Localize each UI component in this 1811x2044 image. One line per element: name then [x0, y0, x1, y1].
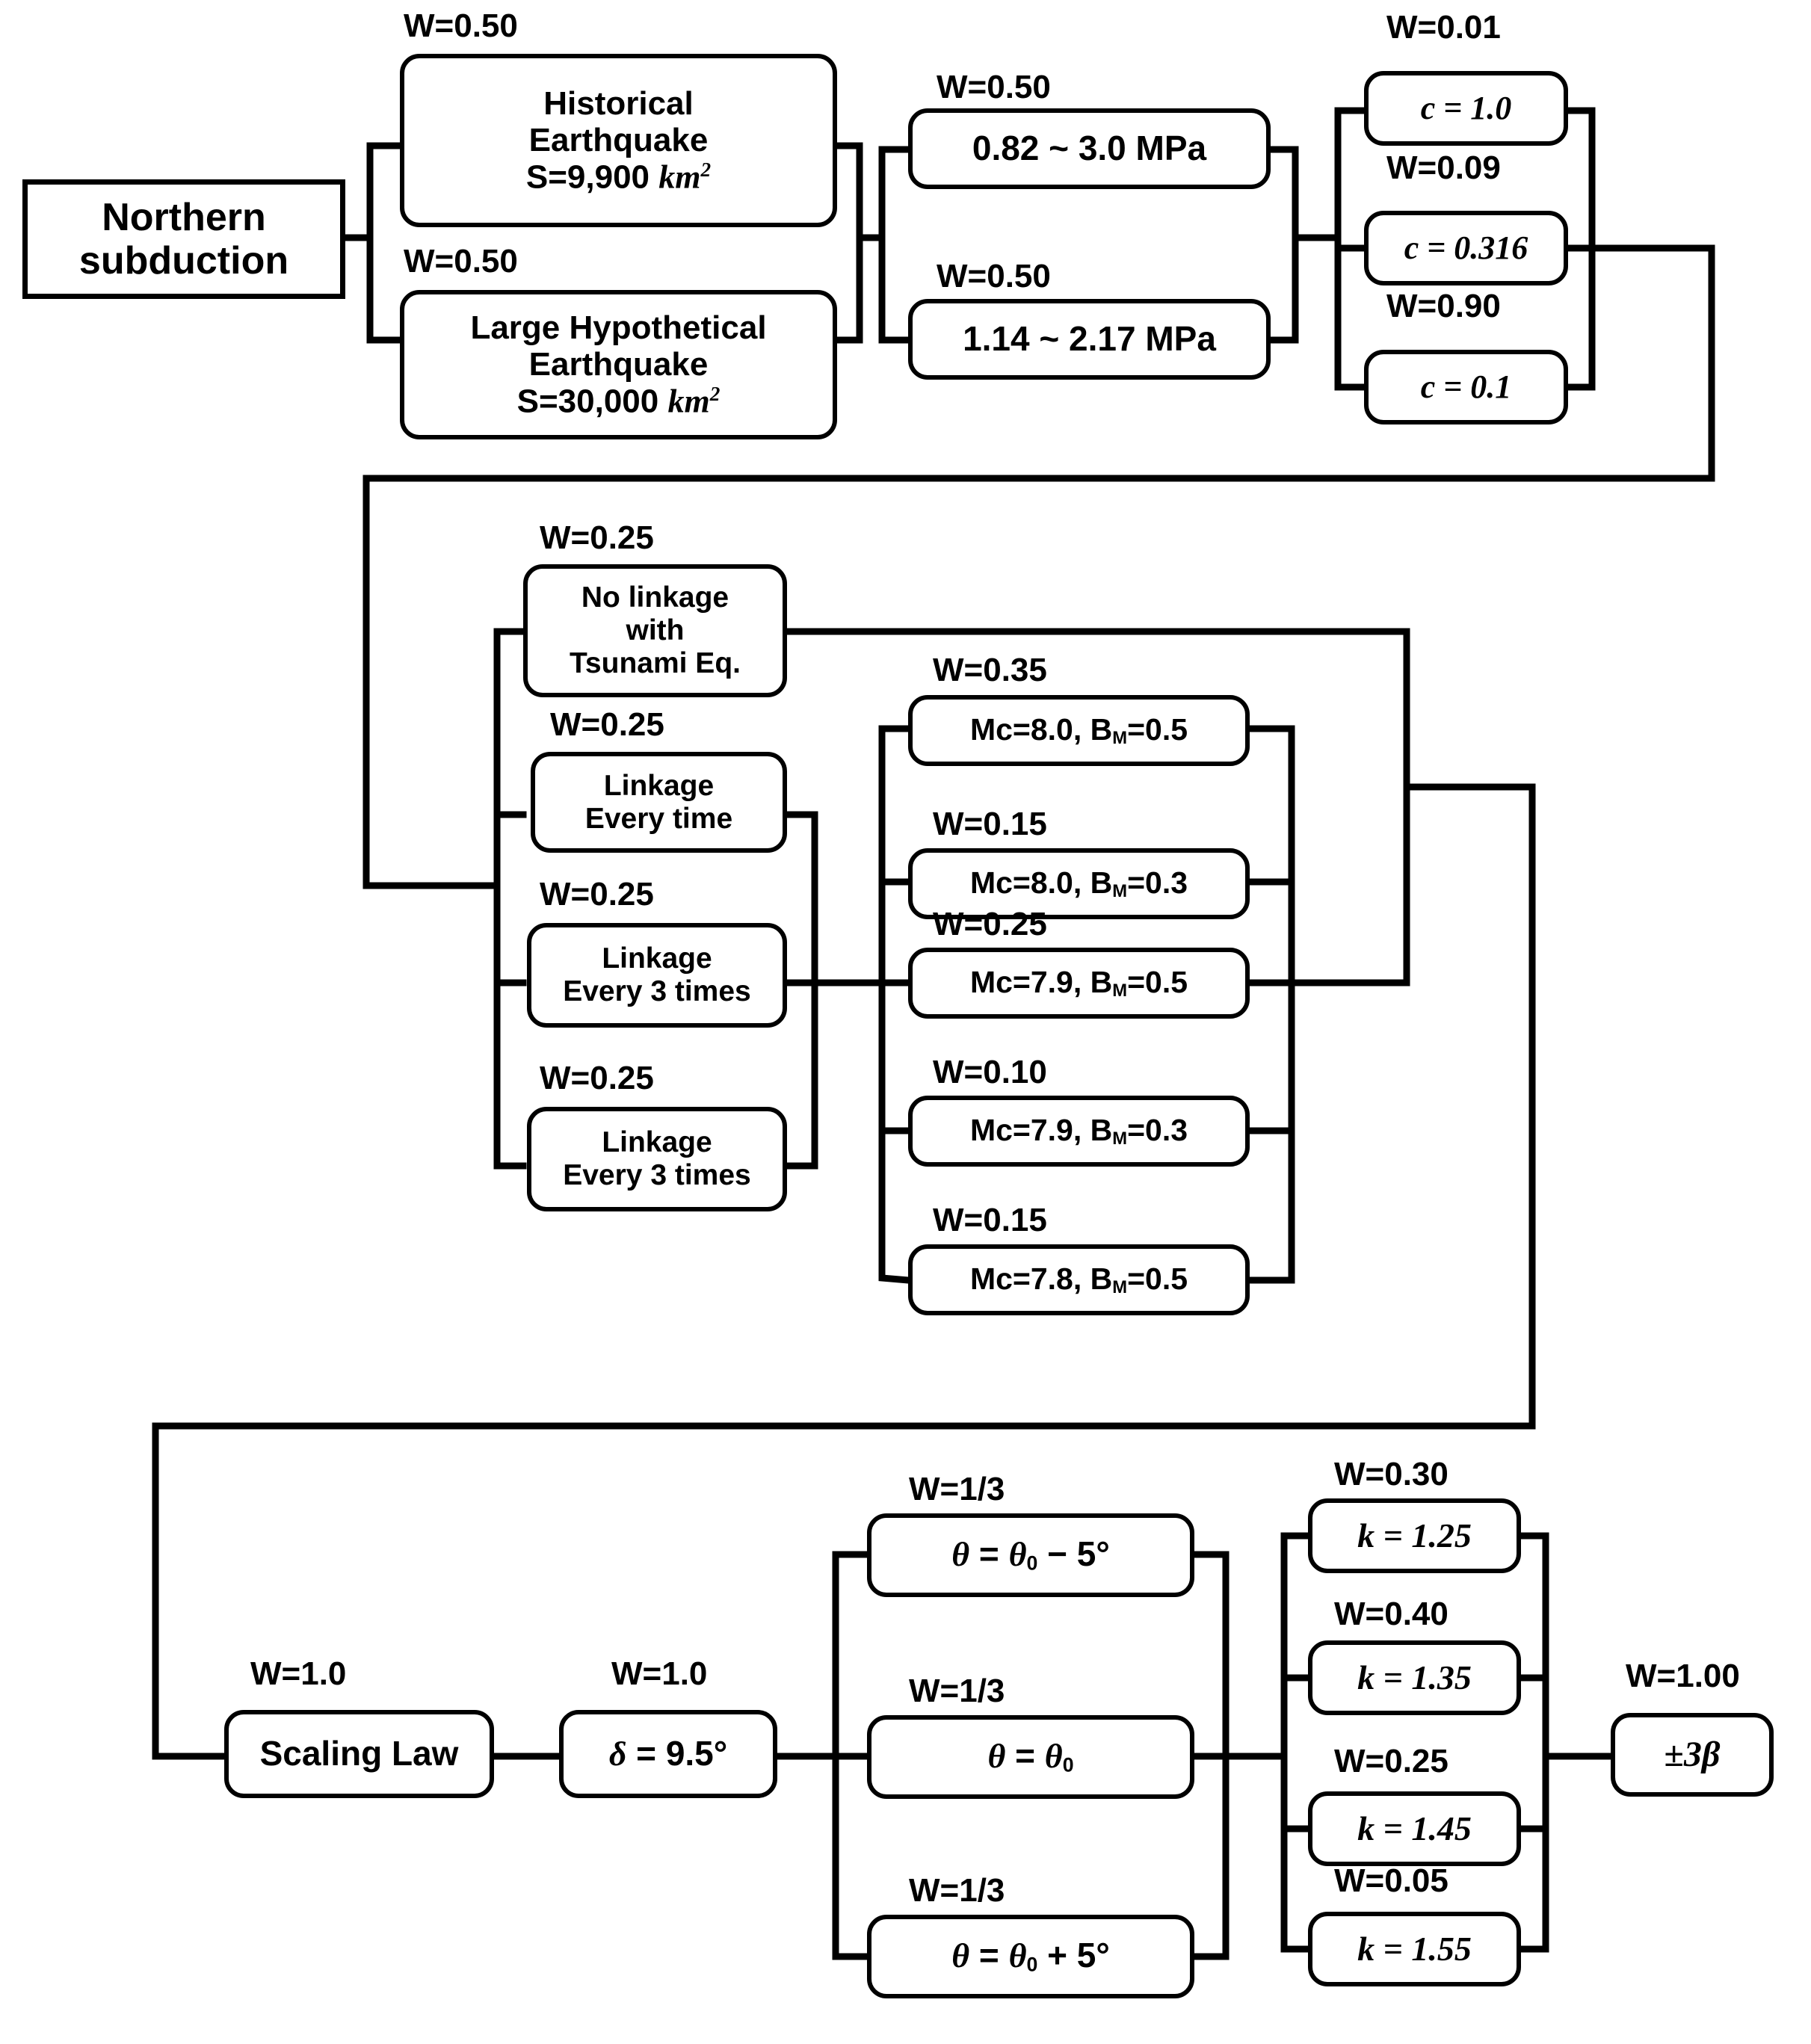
k-3-label: k = 1.45: [1357, 1809, 1472, 1848]
source-model-1-line3: S=9,900 km2: [525, 158, 712, 196]
node-mc-4[interactable]: Mc=7.9, BM=0.3: [908, 1096, 1250, 1167]
weight-label-k-3: W=0.25: [1334, 1743, 1449, 1779]
k-2-label: k = 1.35: [1357, 1658, 1472, 1697]
weight-label-linkage-4: W=0.25: [540, 1060, 654, 1096]
stress-drop-2-label: 1.14 ~ 2.17 MPa: [963, 319, 1216, 359]
node-linkage-4[interactable]: Linkage Every 3 times: [527, 1107, 787, 1211]
weight-label-theta-1: W=1/3: [909, 1471, 1005, 1507]
node-sigma-beta[interactable]: ±3β: [1611, 1713, 1774, 1797]
k-1-label: k = 1.25: [1357, 1516, 1472, 1555]
weight-label-k-2: W=0.40: [1334, 1596, 1449, 1632]
node-dip-angle[interactable]: δ = 9.5°: [559, 1710, 777, 1798]
node-k-2[interactable]: k = 1.35: [1308, 1640, 1521, 1715]
linkage-4-line2: Every 3 times: [563, 1159, 751, 1191]
node-theta-1[interactable]: θ = θ0 − 5°: [867, 1513, 1194, 1597]
linkage-3-line2: Every 3 times: [563, 975, 751, 1007]
mc-3-label: Mc=7.9, BM=0.5: [969, 964, 1188, 1001]
scaling-law-label: Scaling Law: [259, 1734, 459, 1773]
node-linkage-2[interactable]: Linkage Every time: [531, 752, 787, 853]
theta-2-label: θ = θ0: [987, 1736, 1074, 1776]
k-4-label: k = 1.55: [1357, 1930, 1472, 1969]
mc-2-label: Mc=8.0, BM=0.3: [969, 865, 1188, 901]
weight-label-linkage-1: W=0.25: [540, 519, 654, 556]
dip-angle-label: δ = 9.5°: [608, 1734, 728, 1773]
node-source-model-2[interactable]: Large Hypothetical Earthquake S=30,000 k…: [400, 290, 837, 439]
weight-label-mc-2: W=0.15: [933, 806, 1047, 842]
weight-label-source-model-2: W=0.50: [404, 243, 518, 280]
weight-label-theta-3: W=1/3: [909, 1872, 1005, 1909]
weight-label-theta-2: W=1/3: [909, 1673, 1005, 1709]
node-linkage-3[interactable]: Linkage Every 3 times: [527, 923, 787, 1028]
node-theta-2[interactable]: θ = θ0: [867, 1715, 1194, 1799]
stress-drop-1-label: 0.82 ~ 3.0 MPa: [972, 129, 1207, 168]
linkage-2-line1: Linkage: [603, 769, 715, 802]
weight-label-sigma: W=1.00: [1626, 1658, 1740, 1694]
mc-4-label: Mc=7.9, BM=0.3: [969, 1112, 1188, 1149]
weight-label-stress-1: W=0.50: [937, 69, 1051, 105]
weight-label-mc-4: W=0.10: [933, 1054, 1047, 1090]
node-mc-3[interactable]: Mc=7.9, BM=0.5: [908, 948, 1250, 1019]
node-c-value-2[interactable]: c = 0.316: [1364, 211, 1568, 285]
source-model-1-line1: Historical: [543, 84, 694, 122]
weight-label-c-1: W=0.01: [1386, 9, 1501, 46]
node-source-model-1[interactable]: Historical Earthquake S=9,900 km2: [400, 54, 837, 227]
node-scaling-law[interactable]: Scaling Law: [224, 1710, 494, 1798]
source-model-2-line1: Large Hypothetical: [470, 309, 767, 346]
weight-label-linkage-2: W=0.25: [550, 706, 664, 743]
node-stress-drop-2[interactable]: 1.14 ~ 2.17 MPa: [908, 299, 1271, 380]
node-k-3[interactable]: k = 1.45: [1308, 1791, 1521, 1866]
root-node-label: Northern subduction: [78, 195, 289, 282]
node-k-1[interactable]: k = 1.25: [1308, 1498, 1521, 1573]
sigma-beta-label: ±3β: [1664, 1735, 1721, 1775]
source-model-1-line2: Earthquake: [528, 122, 709, 159]
weight-label-c-2: W=0.09: [1386, 149, 1501, 186]
weight-label-dip: W=1.0: [611, 1655, 708, 1692]
c-value-3-label: c = 0.1: [1420, 368, 1512, 406]
node-k-4[interactable]: k = 1.55: [1308, 1912, 1521, 1986]
node-linkage-1[interactable]: No linkage with Tsunami Eq.: [523, 564, 787, 697]
root-node-northern-subduction[interactable]: Northern subduction: [22, 179, 345, 299]
c-value-2-label: c = 0.316: [1404, 229, 1528, 267]
weight-label-c-3: W=0.90: [1386, 288, 1501, 324]
node-mc-5[interactable]: Mc=7.8, BM=0.5: [908, 1244, 1250, 1315]
c-value-1-label: c = 1.0: [1420, 90, 1512, 127]
weight-label-k-1: W=0.30: [1334, 1456, 1449, 1492]
linkage-4-line1: Linkage: [602, 1126, 712, 1159]
linkage-1-line1: No linkage: [581, 581, 729, 614]
weight-label-source-model-1: W=0.50: [404, 7, 518, 44]
weight-label-mc-1: W=0.35: [933, 652, 1047, 688]
weight-label-mc-3: W=0.25: [933, 906, 1047, 942]
mc-1-label: Mc=8.0, BM=0.5: [969, 711, 1188, 748]
source-model-2-line2: Earthquake: [528, 346, 709, 383]
linkage-1-line2: with: [626, 614, 685, 647]
node-mc-1[interactable]: Mc=8.0, BM=0.5: [908, 695, 1250, 766]
weight-label-scaling: W=1.0: [250, 1655, 347, 1692]
node-theta-3[interactable]: θ = θ0 + 5°: [867, 1915, 1194, 1998]
node-c-value-1[interactable]: c = 1.0: [1364, 71, 1568, 146]
theta-3-label: θ = θ0 + 5°: [951, 1936, 1110, 1976]
mc-5-label: Mc=7.8, BM=0.5: [969, 1261, 1188, 1297]
weight-label-linkage-3: W=0.25: [540, 876, 654, 913]
linkage-2-line2: Every time: [584, 802, 733, 835]
node-c-value-3[interactable]: c = 0.1: [1364, 350, 1568, 424]
weight-label-k-4: W=0.05: [1334, 1862, 1449, 1899]
theta-1-label: θ = θ0 − 5°: [951, 1534, 1110, 1575]
node-stress-drop-1[interactable]: 0.82 ~ 3.0 MPa: [908, 108, 1271, 189]
linkage-3-line1: Linkage: [602, 942, 712, 975]
weight-label-stress-2: W=0.50: [937, 258, 1051, 294]
linkage-1-line3: Tsunami Eq.: [570, 646, 741, 679]
weight-label-mc-5: W=0.15: [933, 1202, 1047, 1238]
source-model-2-line3: S=30,000 km2: [516, 383, 721, 420]
